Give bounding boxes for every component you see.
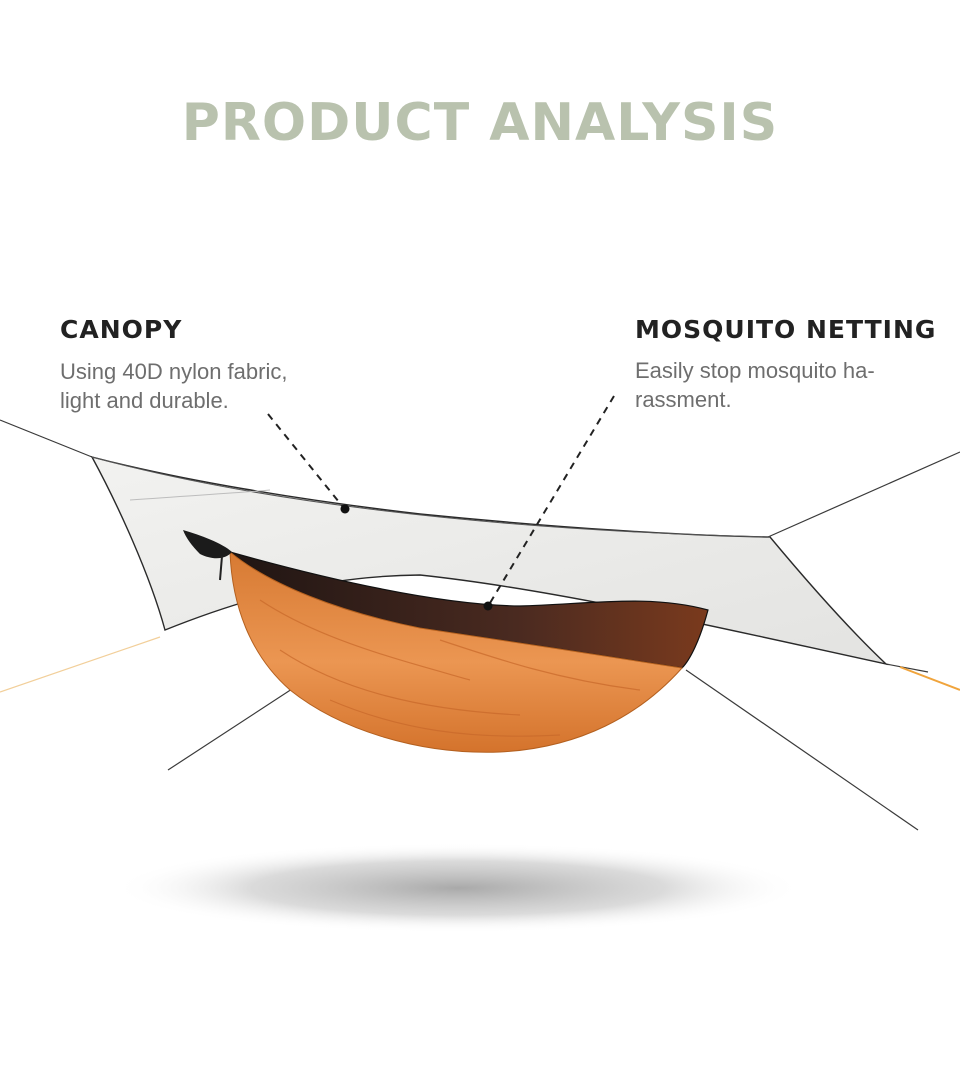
netting-callout-dot bbox=[483, 601, 493, 611]
hammock-body bbox=[229, 550, 683, 753]
floor-shadow bbox=[113, 843, 803, 933]
canopy-callout-line bbox=[267, 413, 344, 508]
canopy-ridge-line bbox=[91, 456, 771, 538]
orange-guy-line-left bbox=[0, 636, 161, 693]
canopy-callout-dot bbox=[340, 504, 350, 514]
mosquito-netting-feature-title: MOSQUITO NETTING bbox=[635, 315, 937, 344]
orange-guy-line-right bbox=[899, 666, 960, 691]
page-title: PRODUCT ANALYSIS bbox=[181, 93, 779, 153]
netting-callout-line bbox=[489, 395, 615, 604]
canopy-feature-description: Using 40D nylon fabric, light and durabl… bbox=[60, 359, 288, 413]
end-strap bbox=[219, 555, 223, 581]
canopy-seam bbox=[129, 489, 271, 501]
hammock-folds bbox=[259, 599, 641, 737]
hammock-end-cap bbox=[183, 530, 232, 559]
mosquito-netting-feature-description: Easily stop mosquito ha- rassment. bbox=[635, 358, 875, 412]
canopy-feature-title: CANOPY bbox=[60, 315, 183, 344]
